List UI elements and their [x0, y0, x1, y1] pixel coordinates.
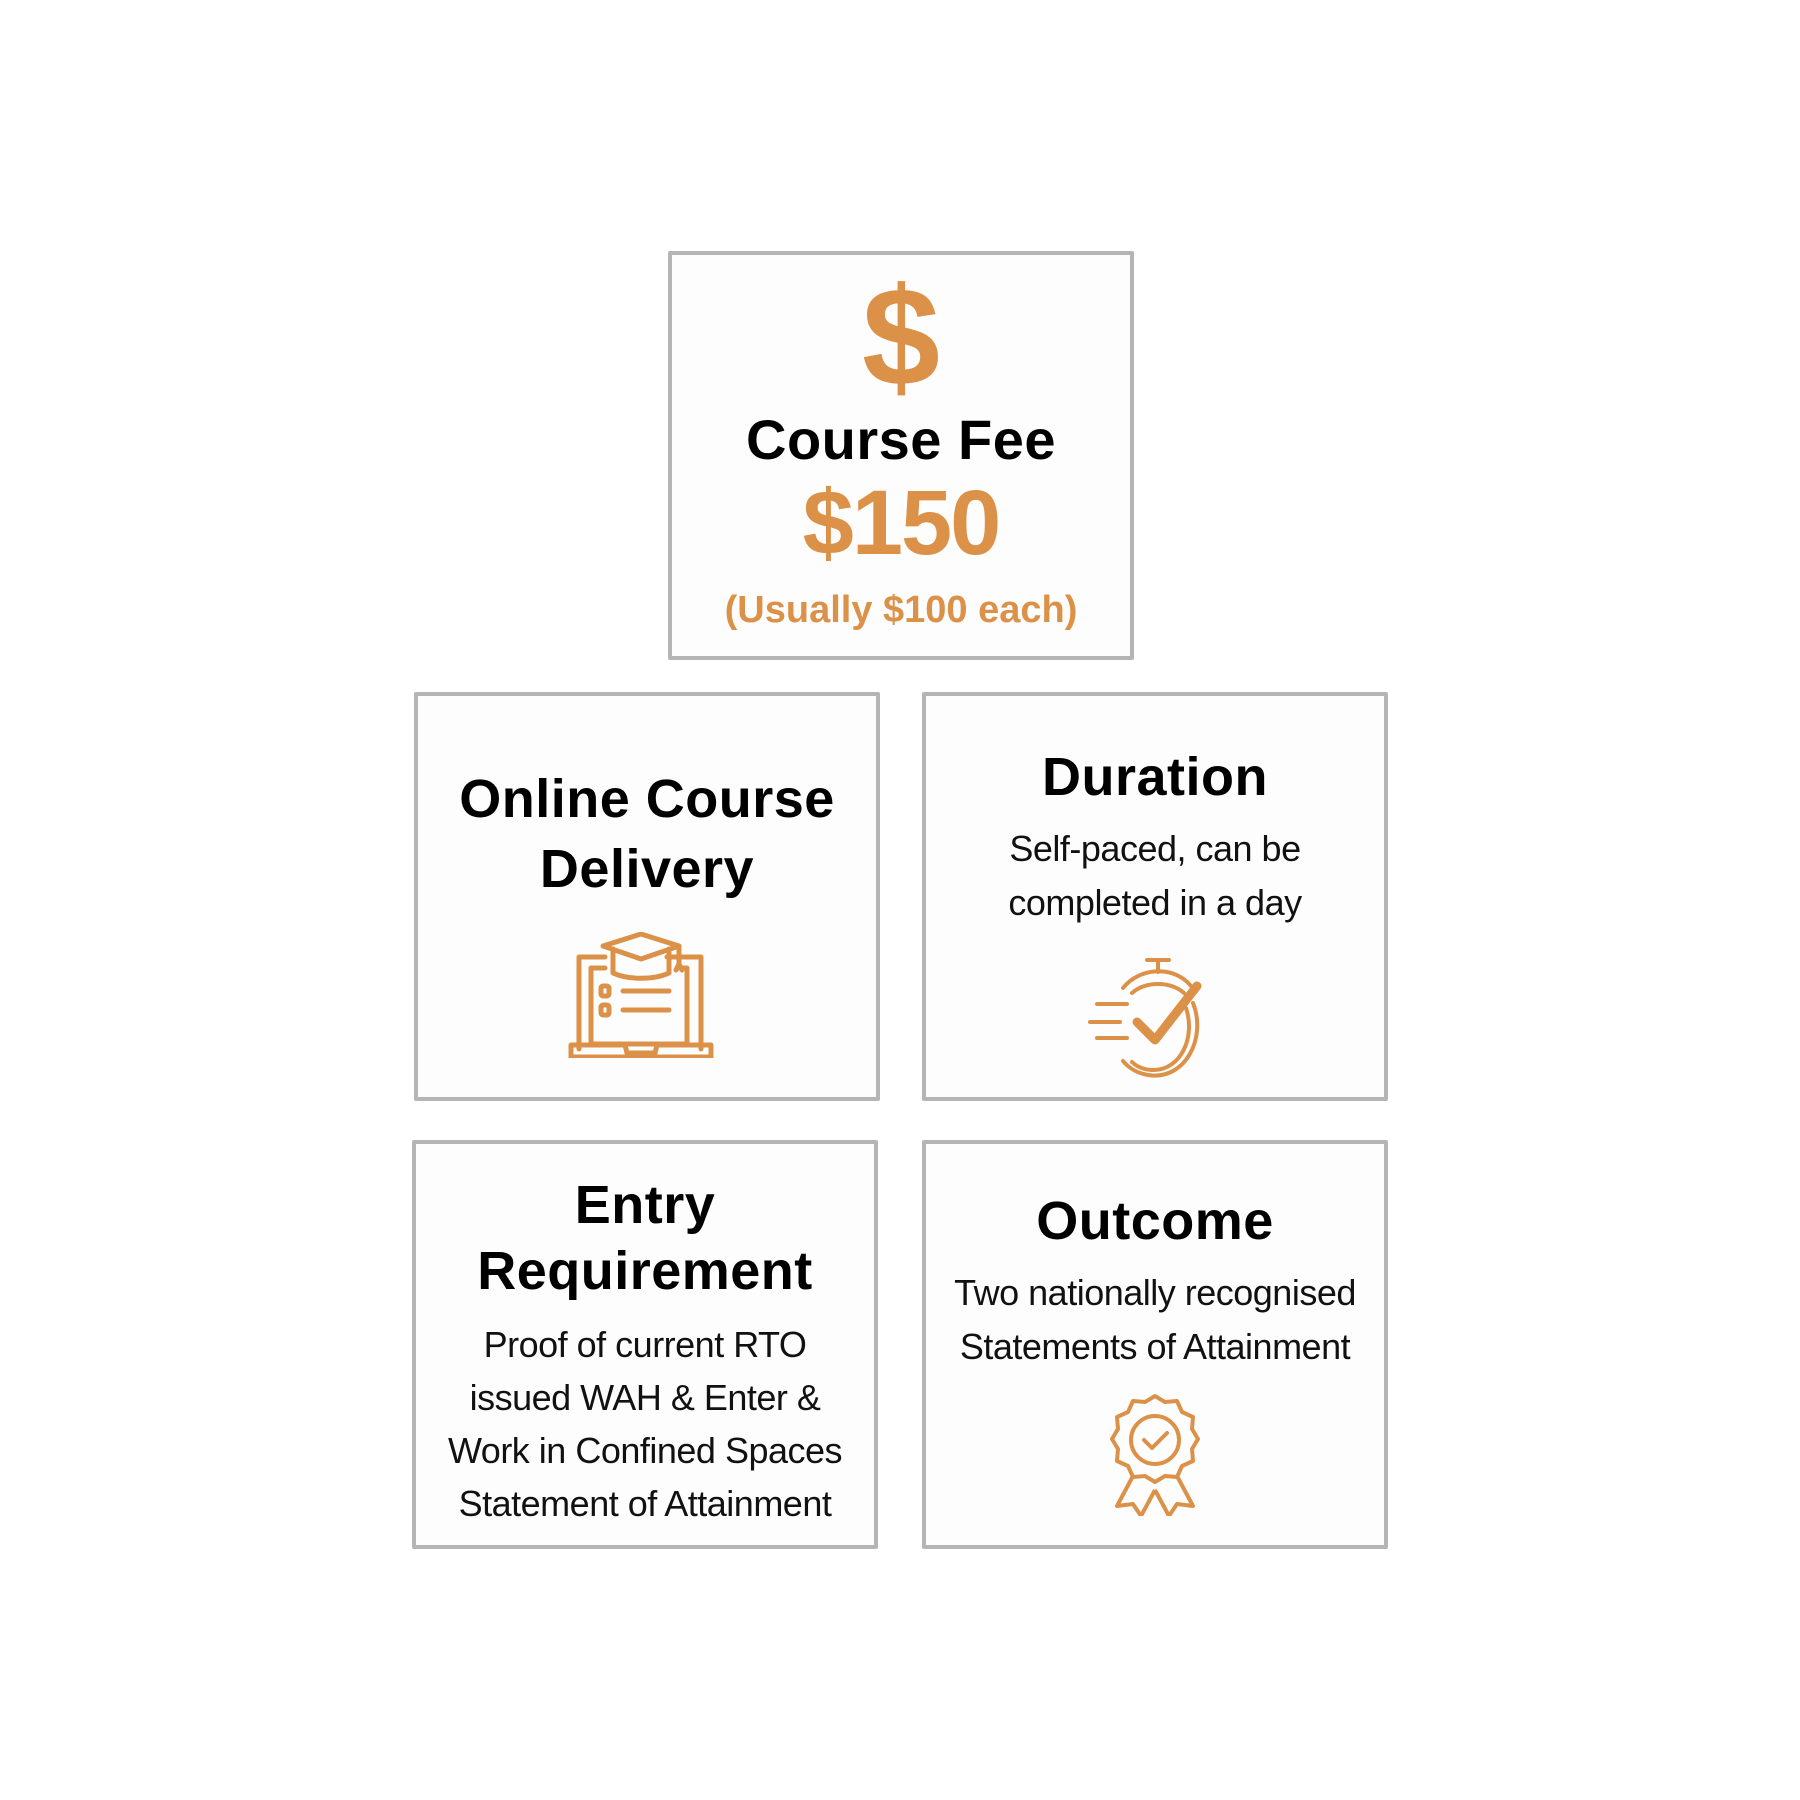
- entry-requirement-card: Entry Requirement Proof of current RTO i…: [412, 1140, 878, 1549]
- duration-card: Duration Self-paced, can be completed in…: [922, 692, 1388, 1101]
- entry-text-line: issued WAH & Enter &: [469, 1377, 821, 1418]
- course-fee-title: Course Fee: [746, 408, 1056, 471]
- outcome-card: Outcome Two nationally recognised Statem…: [922, 1140, 1388, 1549]
- course-fee-card: $ Course Fee $150 (Usually $100 each): [668, 251, 1134, 660]
- laptop-graduation-cap-icon: [567, 932, 727, 1058]
- course-fee-price: $150: [802, 472, 1002, 574]
- dollar-icon: $: [862, 258, 940, 415]
- delivery-title-line2: Delivery: [539, 839, 755, 899]
- outcome-text-line1: Two nationally recognised: [954, 1272, 1356, 1313]
- online-delivery-card: Online Course Delivery: [414, 692, 880, 1101]
- award-badge-icon: [1105, 1392, 1205, 1516]
- entry-text-line: Proof of current RTO: [483, 1324, 807, 1365]
- entry-title-line2: Requirement: [477, 1241, 813, 1301]
- duration-text-line2: completed in a day: [1008, 882, 1302, 923]
- entry-text-line: Statement of Attainment: [458, 1483, 832, 1524]
- outcome-text-line2: Statements of Attainment: [959, 1326, 1351, 1367]
- duration-text-line1: Self-paced, can be: [1009, 828, 1301, 869]
- entry-text-line: Work in Confined Spaces: [447, 1430, 843, 1471]
- outcome-title: Outcome: [1036, 1191, 1274, 1251]
- course-fee-note: (Usually $100 each): [724, 589, 1078, 631]
- delivery-title-line1: Online Course: [459, 769, 835, 829]
- stopwatch-check-icon: [1085, 958, 1225, 1078]
- duration-title: Duration: [1042, 747, 1268, 807]
- entry-title-line1: Entry: [574, 1175, 716, 1235]
